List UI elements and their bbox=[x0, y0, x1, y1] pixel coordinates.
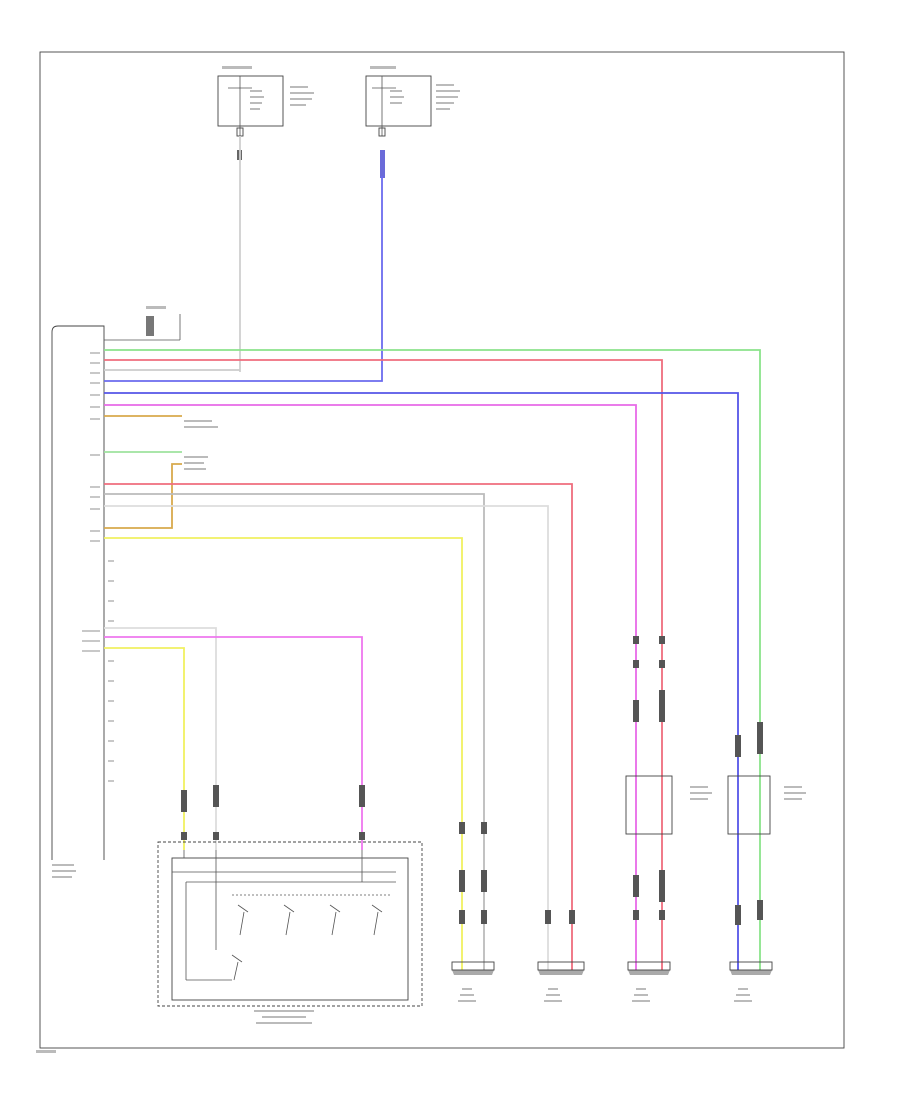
top-left-component bbox=[217, 75, 284, 160]
left-tweeter-box bbox=[625, 775, 673, 835]
speaker-group bbox=[451, 961, 773, 975]
wire-harness bbox=[104, 136, 761, 975]
switch-assembly bbox=[157, 841, 423, 1007]
top-right-component bbox=[365, 75, 432, 178]
main-unit bbox=[51, 314, 181, 860]
connector-markers bbox=[181, 636, 763, 925]
illegible-labels bbox=[36, 66, 806, 1053]
page-frame bbox=[39, 51, 845, 1049]
pin-ticks bbox=[82, 352, 114, 782]
right-tweeter-box bbox=[727, 775, 771, 835]
